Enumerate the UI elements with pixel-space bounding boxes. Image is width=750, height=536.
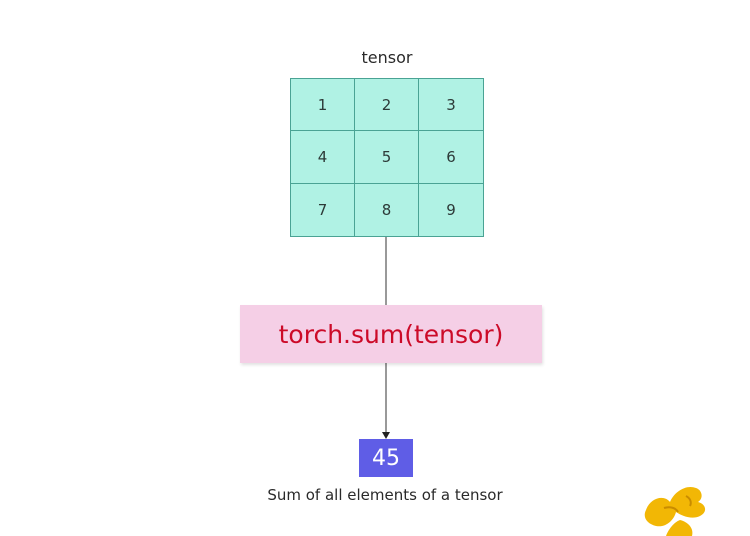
tensor-cell: 7 — [291, 183, 355, 236]
tensor-cell: 9 — [446, 200, 456, 219]
result-caption: Sum of all elements of a tensor — [267, 486, 503, 504]
tensor-cell: 2 — [355, 79, 419, 132]
tensor-cell: 6 — [419, 131, 483, 184]
tensor-grid: 1 2 3 4 5 6 7 8 9 — [290, 78, 484, 237]
tensor-label: tensor — [361, 48, 413, 67]
tensor-cell: 3 — [419, 79, 483, 132]
mascot-logo-icon — [644, 486, 706, 536]
tensor-cell: 4 — [291, 131, 355, 184]
tensor-cell: 5 — [355, 131, 419, 184]
tensor-cell: 1 — [291, 79, 355, 132]
tensor-cell: 8 — [355, 183, 419, 236]
result-box: 45 — [359, 439, 413, 477]
operation-box: torch.sum(tensor) — [240, 305, 542, 363]
arrowhead-icon — [382, 432, 390, 439]
